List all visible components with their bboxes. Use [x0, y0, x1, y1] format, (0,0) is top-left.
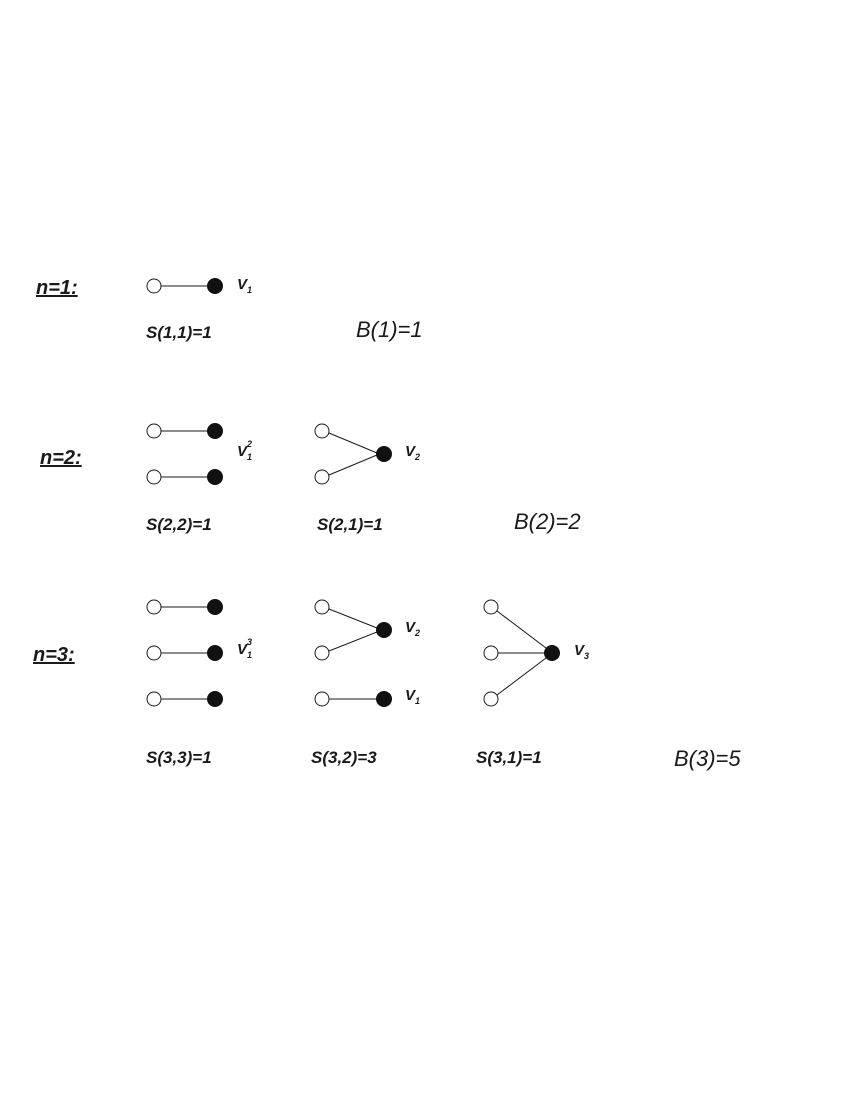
edge [328, 454, 378, 476]
stirling-label-s32: S(3,2)=3 [311, 748, 377, 767]
stirling-label-s22: S(2,2)=1 [146, 515, 212, 534]
open-node [314, 469, 330, 485]
edge [496, 610, 547, 649]
filled-node [207, 469, 223, 485]
edge [328, 608, 378, 629]
open-node [146, 645, 162, 661]
graph-v2 [314, 423, 392, 485]
vertex-label-v3: V3 [574, 642, 589, 661]
graph-v1 [146, 278, 223, 294]
filled-node [207, 599, 223, 615]
stirling-label-s11: S(1,1)=1 [146, 323, 212, 342]
row-label-n1: n=1: [36, 277, 78, 299]
open-node [146, 423, 162, 439]
edge [496, 657, 547, 696]
filled-node [207, 691, 223, 707]
graph-v3 [483, 599, 560, 707]
filled-node [544, 645, 560, 661]
graph-v1-cubed [146, 599, 223, 707]
open-node [146, 691, 162, 707]
bell-label-b3: B(3)=5 [674, 746, 741, 771]
open-node [146, 469, 162, 485]
open-node [146, 599, 162, 615]
edge [328, 631, 378, 652]
open-node [483, 645, 499, 661]
open-node [146, 278, 162, 294]
row-label-n2: n=2: [40, 447, 82, 469]
vertex-label-v2: V2 [405, 443, 420, 462]
filled-node [376, 446, 392, 462]
edge [328, 432, 378, 454]
stirling-label-s21: S(2,1)=1 [317, 515, 383, 534]
row-label-n3: n=3: [33, 644, 75, 666]
vertex-label-v1-cubed: V13 [237, 637, 252, 660]
graph-v2-v1 [314, 599, 392, 707]
vertex-label-v1: V1 [237, 276, 252, 295]
stirling-label-s33: S(3,3)=1 [146, 748, 212, 767]
bell-label-b2: B(2)=2 [514, 509, 581, 534]
open-node [314, 599, 330, 615]
stirling-label-s31: S(3,1)=1 [476, 748, 542, 767]
open-node [314, 645, 330, 661]
vertex-label-v1-b: V1 [405, 687, 420, 706]
filled-node [207, 645, 223, 661]
vertex-label-v2-b: V2 [405, 619, 420, 638]
open-node [483, 599, 499, 615]
filled-node [376, 622, 392, 638]
graph-v1-squared [146, 423, 223, 485]
filled-node [207, 423, 223, 439]
bell-label-b1: B(1)=1 [356, 317, 423, 342]
open-node [314, 423, 330, 439]
filled-node [376, 691, 392, 707]
open-node [483, 691, 499, 707]
vertex-label-v1-squared: V12 [237, 439, 252, 462]
filled-node [207, 278, 223, 294]
open-node [314, 691, 330, 707]
